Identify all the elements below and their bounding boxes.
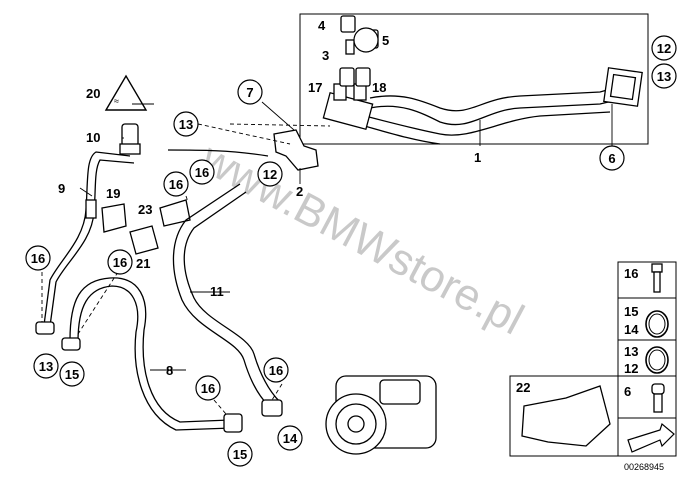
svg-text:12: 12 xyxy=(657,41,671,56)
pipe-11 xyxy=(172,183,269,406)
valve-parts xyxy=(339,15,379,87)
svg-text:≈: ≈ xyxy=(114,96,119,106)
bracket-2 xyxy=(273,129,319,171)
callout-16-a: 16 xyxy=(189,159,215,185)
legend-row3-label-b: 12 xyxy=(624,361,638,376)
warning-sign xyxy=(104,74,148,111)
callout-15-bottom: 15 xyxy=(227,441,253,467)
callout-5: 5 xyxy=(353,27,389,53)
callout-14: 14 xyxy=(277,425,303,451)
callout-15-low: 15 xyxy=(59,361,85,387)
valve-block xyxy=(322,91,374,131)
bracket-21 xyxy=(129,225,159,255)
svg-text:16: 16 xyxy=(31,251,45,266)
bracket-23 xyxy=(159,199,191,227)
svg-text:13: 13 xyxy=(39,359,53,374)
callout-13-low: 13 xyxy=(33,353,59,379)
label-19: 19 xyxy=(106,186,120,201)
legend-row5-label: 22 xyxy=(516,380,530,395)
svg-text:16: 16 xyxy=(169,177,183,192)
label-9: 9 xyxy=(58,181,65,196)
callout-6: 6 xyxy=(599,145,625,171)
label-8: 8 xyxy=(166,363,173,378)
label-4: 4 xyxy=(318,18,326,33)
svg-text:5: 5 xyxy=(382,33,389,48)
pipe-assembly-1 xyxy=(322,67,643,145)
callout-13-mid: 13 xyxy=(173,111,199,137)
callout-16-f: 16 xyxy=(263,357,289,383)
diagram-id: 00268945 xyxy=(624,462,664,472)
label-3: 3 xyxy=(322,48,329,63)
svg-text:15: 15 xyxy=(65,367,79,382)
callout-16-c: 16 xyxy=(25,245,51,271)
svg-text:12: 12 xyxy=(263,167,277,182)
label-11: 11 xyxy=(210,284,224,299)
svg-text:16: 16 xyxy=(201,381,215,396)
legend-row4-label: 6 xyxy=(624,384,631,399)
legend-row1-label: 16 xyxy=(624,266,638,281)
svg-text:13: 13 xyxy=(657,69,671,84)
legend-row2-label-a: 15 xyxy=(624,304,638,319)
callout-13-top: 13 xyxy=(651,63,677,89)
label-23: 23 xyxy=(138,202,152,217)
legend-row3-label-a: 13 xyxy=(624,344,638,359)
svg-text:7: 7 xyxy=(246,85,253,100)
svg-text:16: 16 xyxy=(269,363,283,378)
svg-text:16: 16 xyxy=(113,255,127,270)
label-20: 20 xyxy=(86,86,100,101)
svg-text:14: 14 xyxy=(283,431,298,446)
label-21: 21 xyxy=(136,256,150,271)
svg-text:16: 16 xyxy=(195,165,209,180)
label-17: 17 xyxy=(308,80,322,95)
svg-text:13: 13 xyxy=(179,117,193,132)
callout-12-mid: 12 xyxy=(257,161,283,187)
callout-12-top: 12 xyxy=(651,35,677,61)
svg-text:15: 15 xyxy=(233,447,247,462)
callout-16-e: 16 xyxy=(195,375,221,401)
legend-row2-label-b: 14 xyxy=(624,322,639,337)
pipe-8 xyxy=(69,277,231,423)
svg-text:6: 6 xyxy=(608,151,615,166)
label-18: 18 xyxy=(372,80,386,95)
callout-16-b: 16 xyxy=(163,171,189,197)
bracket-19 xyxy=(101,203,127,233)
label-10: 10 xyxy=(86,130,100,145)
label-1: 1 xyxy=(474,150,481,165)
arrow-icon xyxy=(627,422,675,453)
label-2: 2 xyxy=(296,184,303,199)
parts-legend: 16 15 14 13 12 6 22 xyxy=(509,261,677,457)
pressure-switch xyxy=(121,123,139,147)
callout-7: 7 xyxy=(237,79,263,105)
callout-16-d: 16 xyxy=(107,249,133,275)
compressor xyxy=(325,375,437,455)
